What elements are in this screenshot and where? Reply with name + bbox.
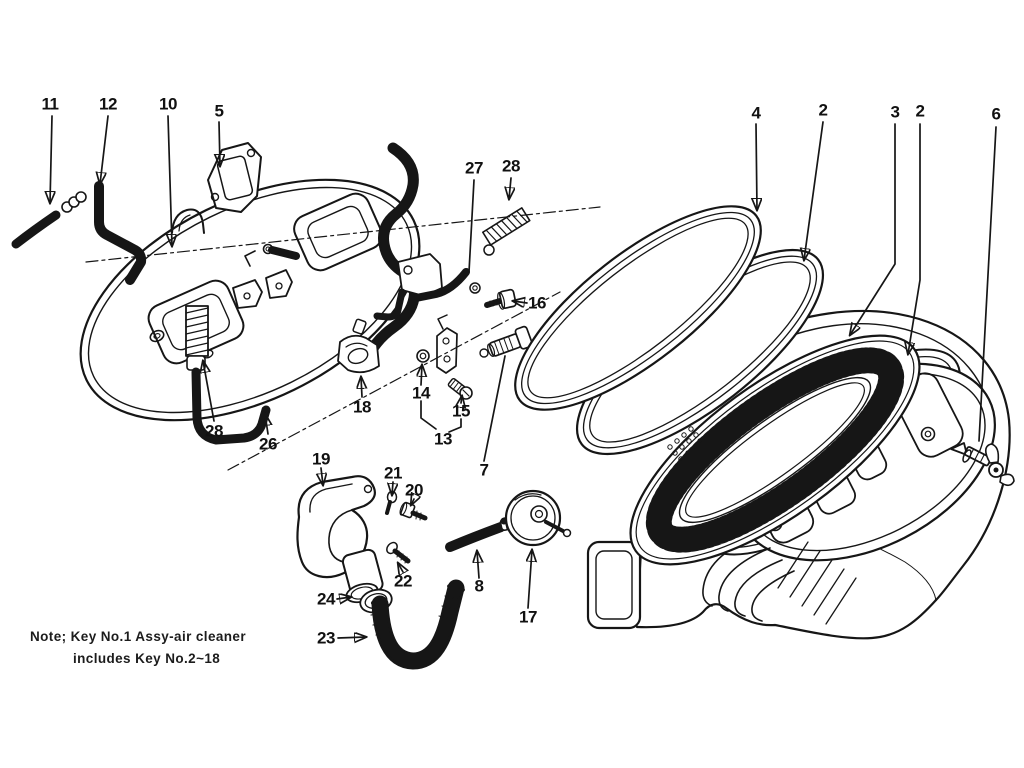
part-number-label: 15 xyxy=(452,401,470,421)
packing-ring-4 xyxy=(514,205,762,411)
screw-22 xyxy=(386,541,411,564)
hose-11 xyxy=(11,191,87,249)
check-valve-17 xyxy=(500,489,572,547)
vent-dots xyxy=(667,426,703,462)
part-number-label: 22 xyxy=(394,571,412,591)
washer-14 xyxy=(416,349,430,363)
part-number-label: 28 xyxy=(502,156,520,176)
part-number-label: 23 xyxy=(317,628,335,648)
part-number-label: 14 xyxy=(412,383,430,403)
phantom-center-lines xyxy=(85,206,601,471)
leader-lines xyxy=(50,115,997,638)
wing-bolt-6 xyxy=(950,442,1015,487)
part-number-label: 16 xyxy=(528,293,546,313)
part-number-label: 13 xyxy=(434,429,452,449)
note-line-2: includes Key No.2~18 xyxy=(73,651,221,666)
hose-12 xyxy=(94,181,147,285)
part-number-label: 26 xyxy=(259,434,277,454)
part-number-label: 21 xyxy=(384,463,402,483)
part-number-label: 17 xyxy=(519,607,537,627)
part-number-label: 24 xyxy=(317,589,335,609)
part-number-label: 20 xyxy=(405,480,423,500)
part-number-label: 6 xyxy=(991,104,1001,124)
air-duct-19 xyxy=(296,475,384,604)
bracket-13 xyxy=(436,314,458,374)
part-number-label: 2 xyxy=(818,100,828,120)
part-number-label: 3 xyxy=(890,102,900,122)
spring-28-top xyxy=(481,207,531,256)
part-number-label: 4 xyxy=(751,103,761,123)
screw-16 xyxy=(469,282,517,310)
bolt-7 xyxy=(479,325,534,358)
part-number-label: 28 xyxy=(205,421,223,441)
part-number-label: 11 xyxy=(41,94,59,114)
part-number-label: 19 xyxy=(312,449,330,469)
part-number-label: 8 xyxy=(474,576,484,596)
base-plate xyxy=(79,178,421,422)
part-number-label: 12 xyxy=(99,94,117,114)
hose-10 xyxy=(363,142,420,361)
spring-28-left xyxy=(185,305,209,371)
screw-15 xyxy=(447,377,473,400)
part-number-label: 2 xyxy=(915,101,925,121)
part-number-label: 18 xyxy=(353,397,371,417)
hose-23 xyxy=(370,579,465,670)
pipe-bracket-27 xyxy=(373,253,470,321)
hose-clamp-18 xyxy=(337,318,380,374)
part-number-label: 5 xyxy=(214,101,224,121)
note-line-1: Note; Key No.1 Assy-air cleaner xyxy=(30,629,246,644)
part-number-label: 10 xyxy=(159,94,177,114)
part-number-label: 7 xyxy=(479,460,489,480)
hook-rod-26 xyxy=(191,367,271,445)
part-number-label: 27 xyxy=(465,158,483,178)
